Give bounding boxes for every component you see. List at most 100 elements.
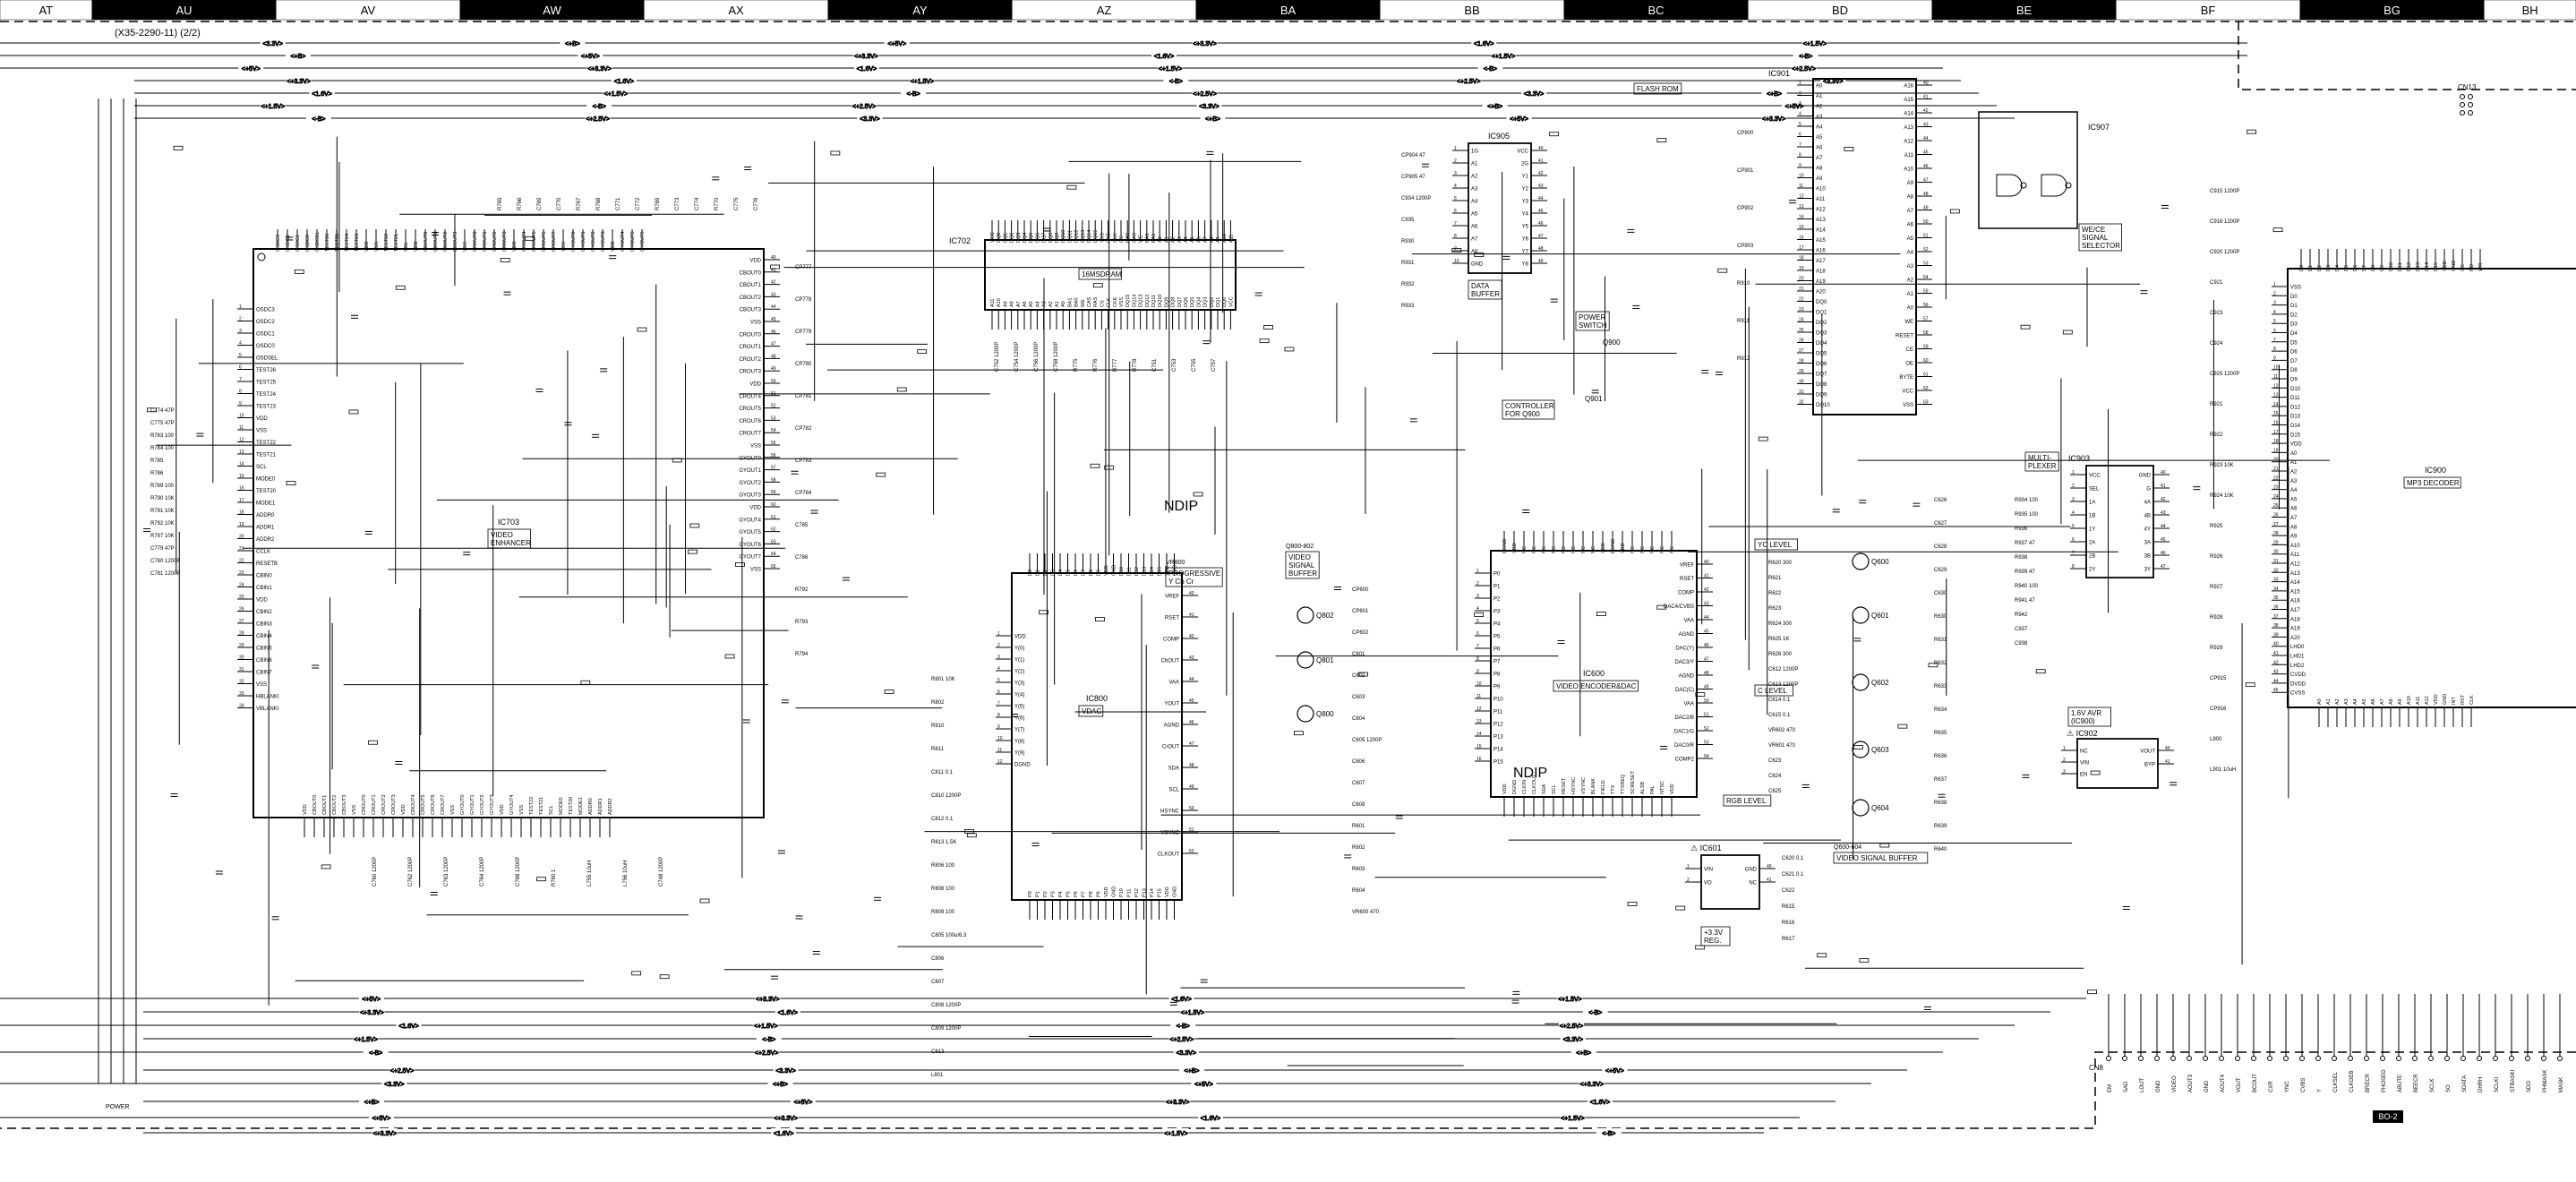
ic800-pin: D8 [1089,570,1094,576]
ic903-pin-num: 8 [2072,564,2075,570]
net-label: <+1.5V> [1159,66,1183,73]
component-ref: C807 [931,980,945,985]
net-label: <+1.5V> [261,104,285,110]
ic905-pin-num: 3 [1454,171,1457,176]
net-label: <1.6V> [857,66,877,73]
ic703-pin: CBOUT0 [312,795,318,815]
component-ref: C773 [675,197,680,210]
ic703-pin-num: 8 [239,390,242,395]
resistor-icon [1284,347,1295,352]
cn8-pin-dot [2412,1056,2418,1061]
c-level-box [1754,684,1793,697]
net-label-bg [1163,76,1189,85]
resistor-icon [770,264,780,270]
ic900-pin-num: 12 [2273,383,2279,389]
ic703-desc-text: VIDEO [491,531,513,539]
ic703-pin: VDD [749,259,761,264]
cn13-pin-dot [2460,102,2465,107]
ic905-pin: A7 [1471,237,1478,243]
ic800-pin: Y(5) [1014,705,1024,710]
ic800-pin: HSYNC [1160,809,1180,815]
ic703-pin-num: 58 [771,477,776,483]
net-label-bg [1192,39,1218,47]
ic702-pin: DQ7 [1177,297,1183,307]
ic703-pin-num: 14 [239,462,244,467]
ic702-pin: DQ2 [1010,233,1015,243]
ic702-pin: A3 [1177,236,1183,243]
ic600-pin: P0 [1493,572,1501,578]
ic800-pin: VDD [1104,565,1109,576]
ic702-pin: DQ4 [1196,297,1202,307]
rgb-level-box-text: RGB LEVEL [1726,797,1767,805]
column-label-be: BE [2016,4,2033,17]
net-label: <+B> [364,1100,380,1106]
component-ref: C604 [1352,716,1365,722]
component-ref: L756 10uH [623,861,629,886]
ic600-pin: NC [1552,546,1557,553]
component-ref: R768 [596,197,602,210]
ic703-pin: VDD [401,804,407,815]
ic703-pin: VSS [750,444,761,450]
cn8-pin-dot [2428,1056,2434,1061]
ic703-pin: CROUT7 [739,432,761,437]
ic702-pin: VSS [1119,297,1125,307]
ic901-pin-num: 28 [1799,359,1804,364]
net-label-bg [305,114,331,123]
component-ref: CP780 [795,362,812,367]
component-ref: R928 [2210,615,2223,621]
ic703-desc-text: ENHANCER [491,539,531,547]
ic702-desc-text: 16MSDRAM [1082,270,1122,278]
ic703-pin: CROUT2 [381,794,387,815]
ic600-pin: PAL [1650,785,1656,794]
ic600-pin: SCRESET [1630,770,1636,794]
ic703-pin: CROUT3 [391,794,397,815]
net-label-bg [353,1034,379,1043]
nand-gate-icon [2041,174,2067,197]
ic702-pin: A4 [1184,236,1189,243]
ic800-pin: COMP [1163,638,1179,643]
ic901-body [1812,78,1917,415]
component-ref: C628 [1934,544,1947,550]
ic901-pin-num: 56 [1923,303,1929,308]
ic702-pin: A4 [1035,301,1040,307]
resistor-icon [699,898,710,904]
ic903-pin-num: 42 [2161,497,2166,502]
ic600-pin: DGND [1502,539,1508,553]
ic905-pin: Y6 [1522,237,1529,243]
net-label: <-B> [1169,79,1183,85]
ic703-pin: TEST24 [345,234,350,252]
ic900-pin: A9 [2290,535,2298,540]
ic905-pin: Y5 [1522,225,1529,230]
resistor-icon [321,864,331,869]
ic703-pin-num: 26 [239,607,244,612]
ic703-pin: CBIN7 [256,671,272,676]
net-label: <+3.3V> [360,1010,384,1016]
component-ref: C935 [1401,218,1415,223]
ic901-pin: A7 [1816,156,1823,161]
q802-label: Q802 [1316,612,1334,620]
ic901-pin-num: 61 [1923,373,1929,378]
ic901-pin: A5 [1907,236,1914,242]
ic600-pin: COMP2 [1675,758,1695,763]
ic901-pin: A2 [1816,105,1823,110]
ic600-pin: NC [1542,546,1547,553]
cn8-pin-dot [2187,1056,2192,1061]
ic905-pin: Y4 [1522,212,1529,218]
ic600-pin: VDD [1502,784,1508,794]
ic901-desc [1633,82,1682,95]
ic905-pin: Y3 [1522,200,1529,205]
ic901-pin-num: 58 [1923,330,1929,336]
ic702-pin: DQ11 [1067,230,1073,243]
ic900-pin: A13 [2290,571,2300,577]
ic703-pin: ADDR1 [598,798,603,815]
component-ref: R921 [2210,402,2223,407]
ic703-pin-num: 21 [239,546,244,552]
ic800-pin: D5 [1066,570,1072,576]
ic703-pin: CROUT0 [473,231,478,252]
ic901-pin: A13 [1904,125,1913,131]
component-ref: R602 [1352,845,1365,851]
component-ref: C608 [1352,802,1365,808]
resistor-icon [884,690,894,694]
ic900-pin: D3 [2326,265,2332,271]
ic903-pin-num: 41 [2161,484,2166,489]
